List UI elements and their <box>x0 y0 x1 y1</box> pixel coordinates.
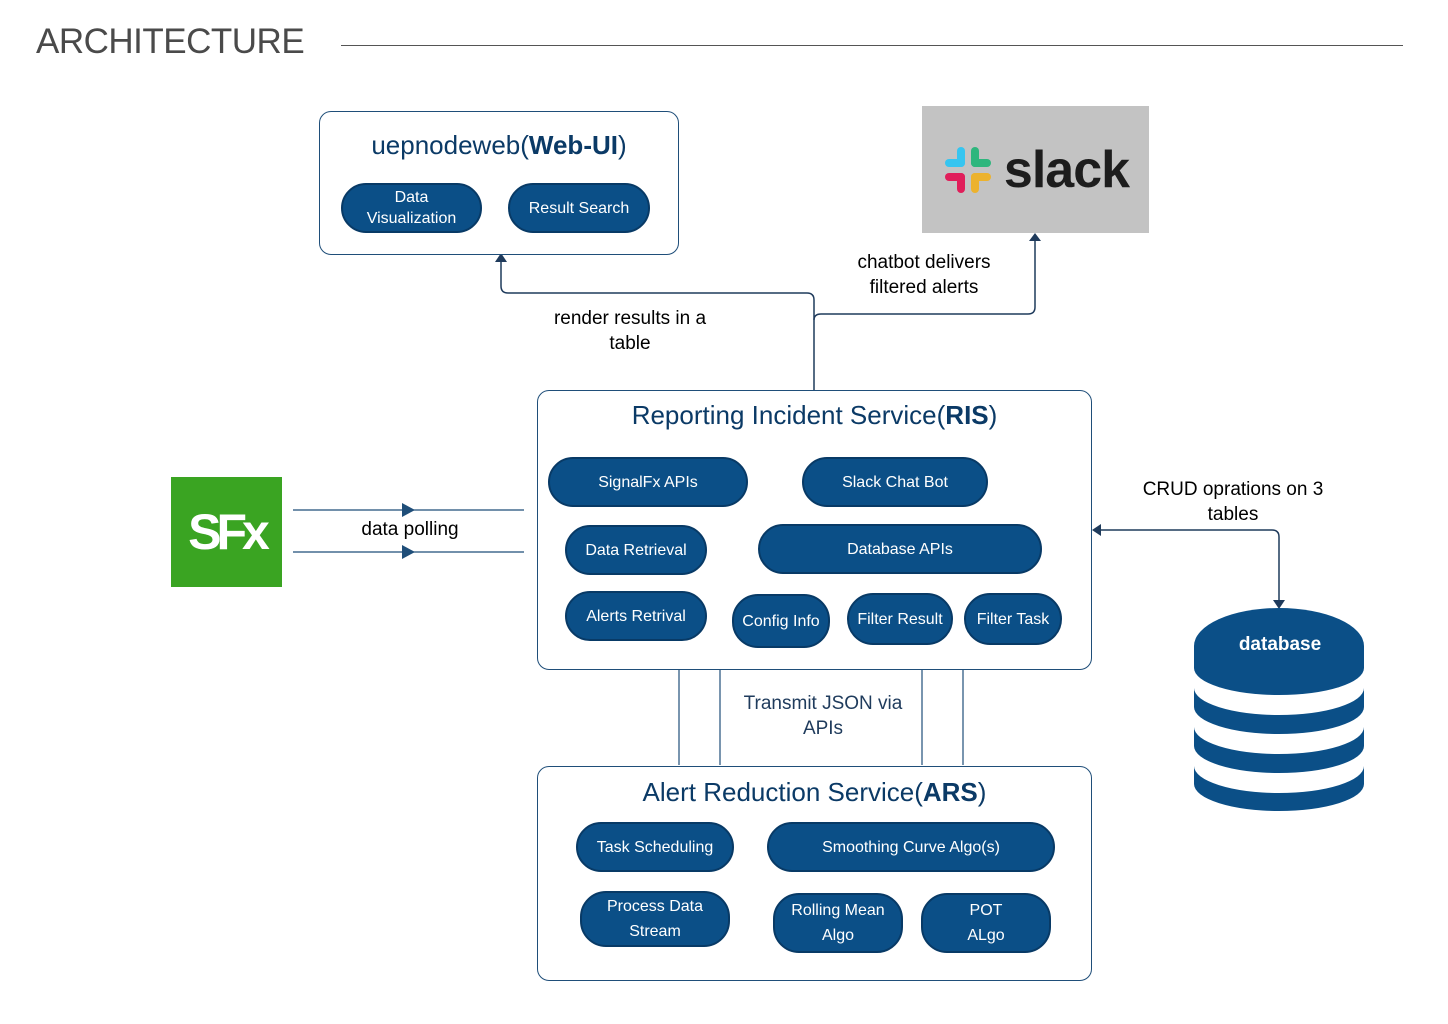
label-render-results: render results in a table <box>553 308 707 354</box>
arrowhead-polling-bottom <box>402 545 415 559</box>
pill-result-search[interactable]: Result Search <box>508 183 650 233</box>
label-crud: CRUD oprations on 3 tables <box>1142 479 1324 525</box>
ars-title: Alert Reduction Service(ARS) <box>642 777 987 807</box>
label-chatbot: chatbot delivers filtered alerts <box>857 252 991 298</box>
webui-box: uepnodeweb(Web-UI) Data Visualization Re… <box>319 111 679 255</box>
signalfx-wordmark: SFx <box>188 504 270 560</box>
pill-data-retrieval[interactable]: Data Retrieval <box>565 525 707 575</box>
database-label: database <box>1238 634 1322 655</box>
arrowhead-db-crud <box>1273 600 1285 609</box>
edge-ris-to-slack <box>813 240 1036 321</box>
pill-process-data-stream[interactable]: Process Data Stream <box>580 891 730 947</box>
pill-data-visualization[interactable]: Data Visualization <box>341 183 482 233</box>
edge-crud <box>1100 529 1280 600</box>
pill-filter-result[interactable]: Filter Result <box>847 593 953 645</box>
ris-title: Reporting Incident Service(RIS) <box>631 400 998 430</box>
database-icon <box>1194 608 1364 811</box>
webui-title: uepnodeweb(Web-UI) <box>371 130 627 160</box>
arrowhead-polling-top <box>402 503 415 517</box>
slack-wordmark: slack <box>1003 140 1130 199</box>
arrowhead-ris-crud <box>1092 524 1101 536</box>
pill-filter-task[interactable]: Filter Task <box>964 593 1062 645</box>
slack-logo: slack <box>922 106 1149 233</box>
pill-smoothing-curve[interactable]: Smoothing Curve Algo(s) <box>767 822 1055 872</box>
pill-task-scheduling[interactable]: Task Scheduling <box>576 822 734 872</box>
pill-rolling-mean[interactable]: Rolling Mean Algo <box>773 893 903 953</box>
signalfx-logo: SFx <box>171 477 282 587</box>
pill-alerts-retrival[interactable]: Alerts Retrival <box>565 591 707 641</box>
pill-pot-algo[interactable]: POT ALgo <box>921 893 1051 953</box>
label-transmit-json: Transmit JSON via APIs <box>743 693 903 739</box>
arrowhead-slack <box>1029 233 1041 241</box>
label-data-polling: data polling <box>361 519 459 540</box>
pill-database-apis[interactable]: Database APIs <box>758 524 1042 574</box>
page-title: ARCHITECTURE <box>36 22 305 61</box>
edge-ris-to-webui <box>500 261 815 390</box>
pill-config-info[interactable]: Config Info <box>732 594 830 648</box>
pill-signalfx-apis[interactable]: SignalFx APIs <box>548 457 748 507</box>
ris-box: Reporting Incident Service(RIS) SignalFx… <box>537 390 1092 670</box>
pill-slack-chat-bot[interactable]: Slack Chat Bot <box>802 457 988 507</box>
title-divider <box>341 45 1403 46</box>
arrowhead-webui <box>495 253 507 262</box>
ars-box: Alert Reduction Service(ARS) Task Schedu… <box>537 766 1092 981</box>
slack-hash-icon <box>944 146 991 193</box>
